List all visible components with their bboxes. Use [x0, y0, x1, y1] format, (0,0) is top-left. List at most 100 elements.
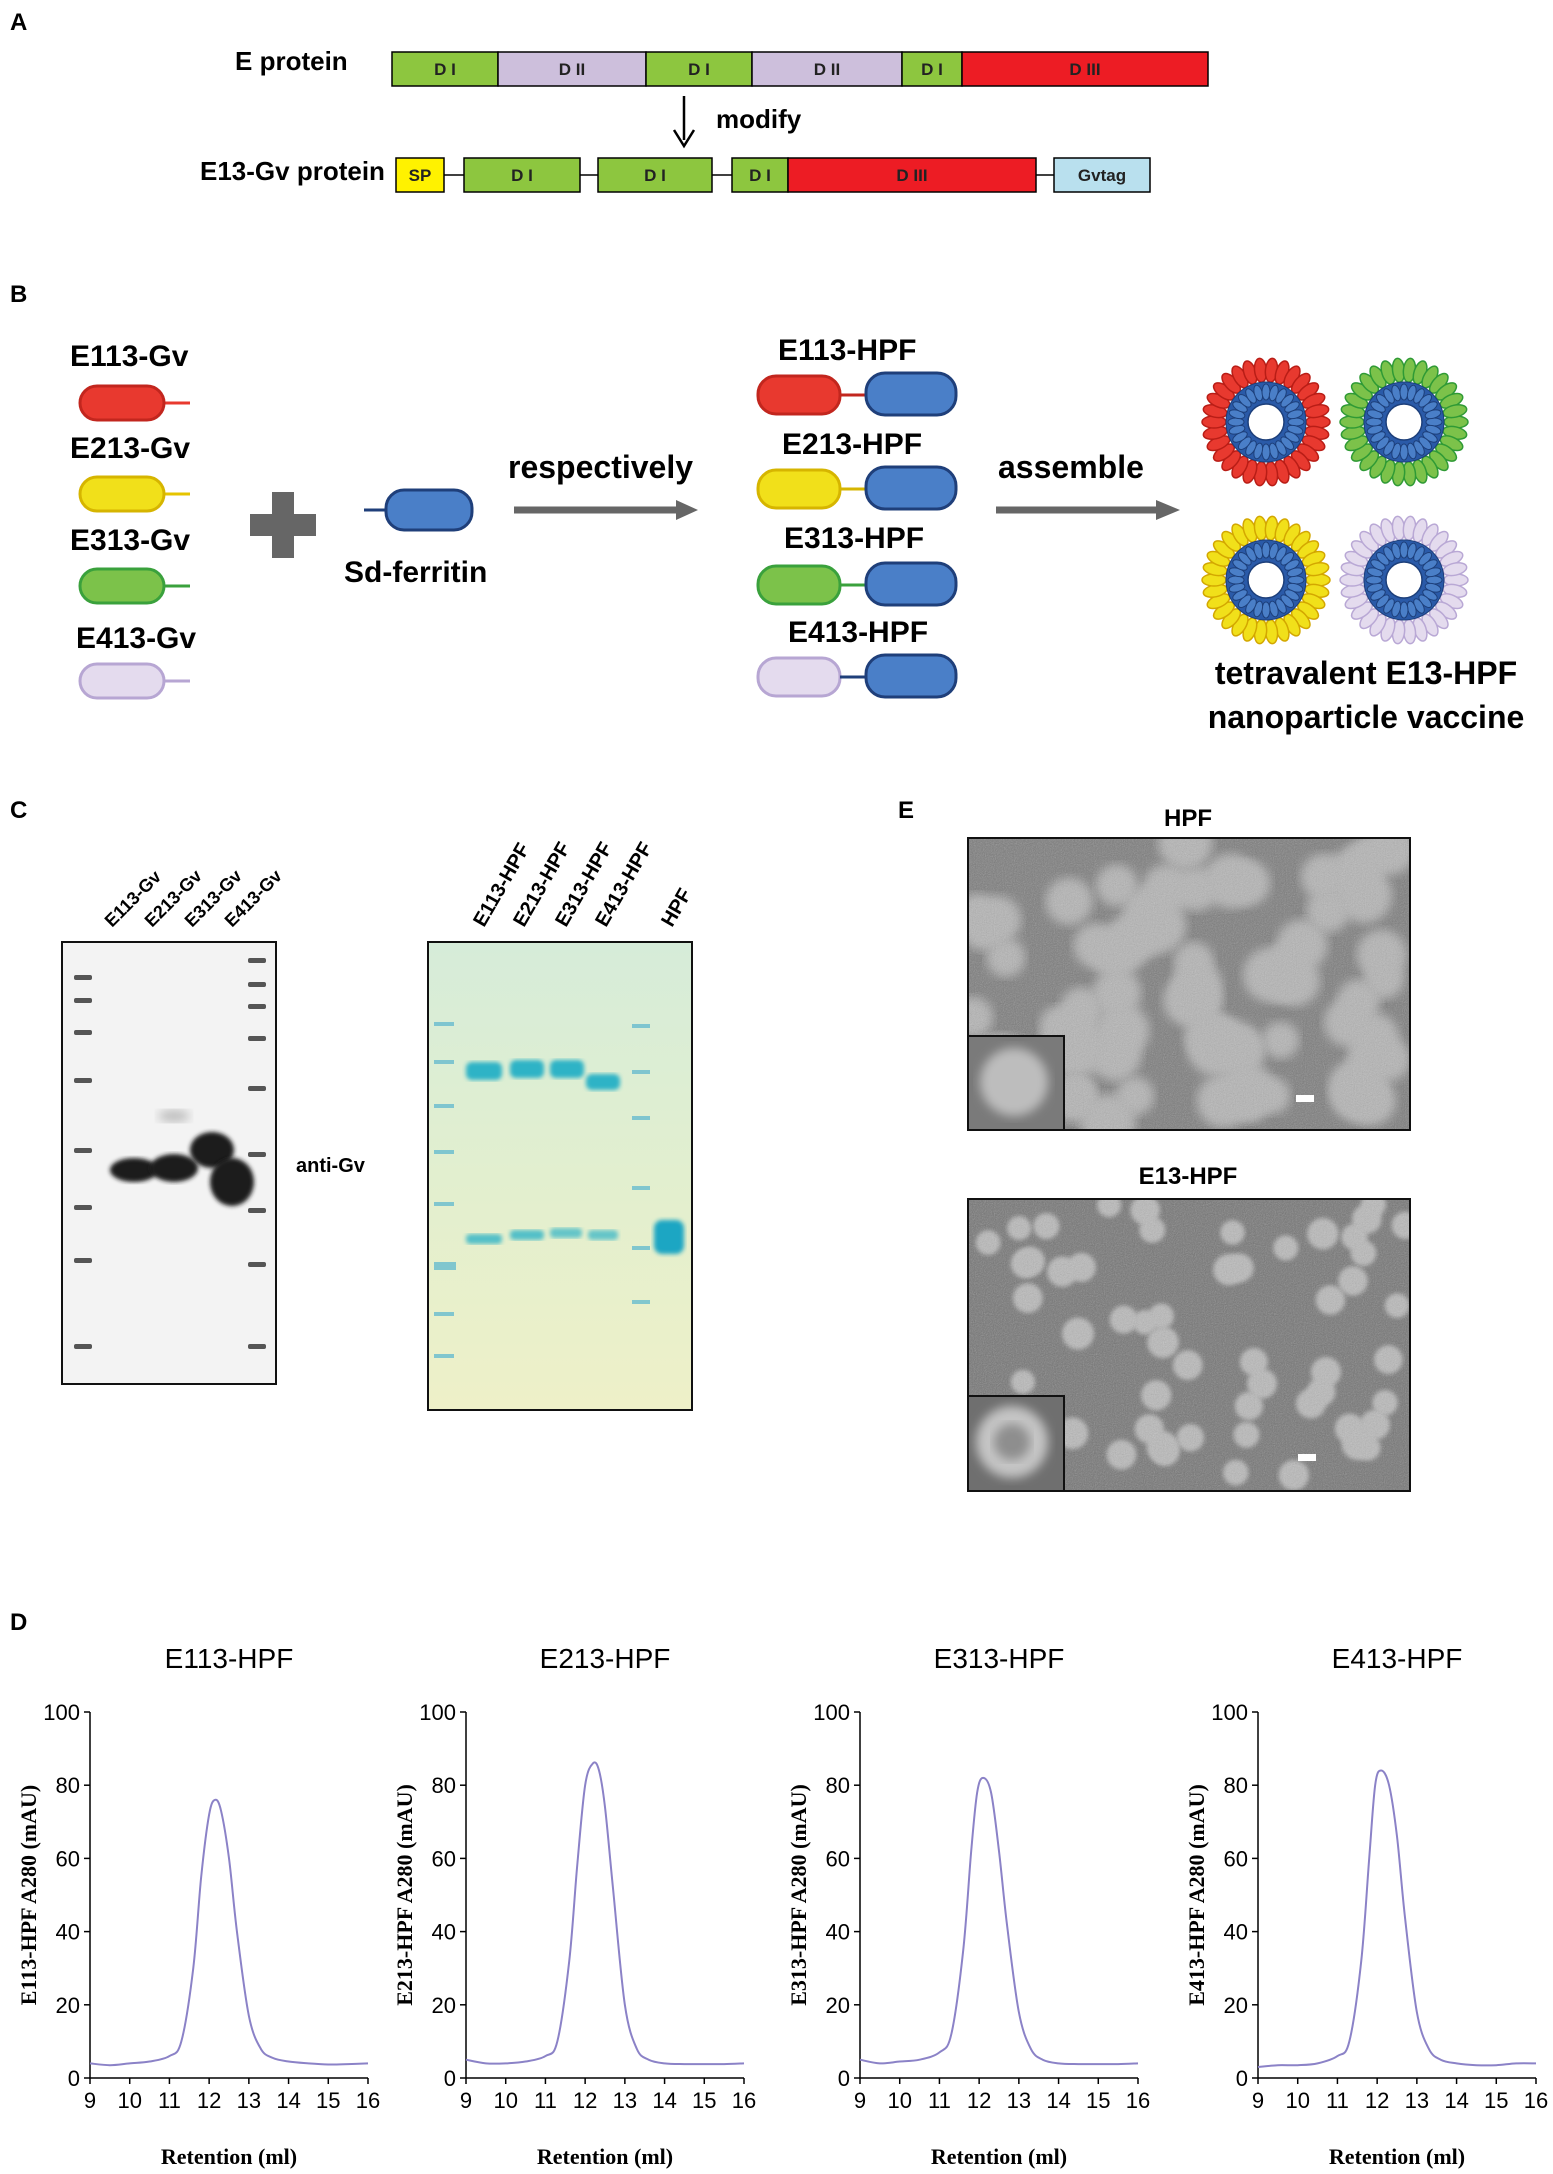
nanoparticle-e1 [1201, 357, 1331, 487]
chart-title: E213-HPF [540, 1643, 671, 1674]
chromatogram-line [465, 1761, 745, 2066]
product-label-e113: E113-HPF [778, 334, 916, 367]
x-axis-label: Retention (ml) [1329, 2144, 1465, 2169]
domain-d3-a [961, 51, 1209, 87]
x-tick-label: 16 [1524, 2088, 1548, 2113]
x-axis-label: Retention (ml) [931, 2144, 1067, 2169]
ferritin-capsule [864, 371, 958, 417]
domain-d1-e [597, 157, 713, 193]
domain-label: D II [559, 60, 585, 79]
y-tick-label: 40 [56, 1920, 80, 1945]
y-tick-label: 0 [444, 2066, 456, 2091]
x-tick-label: 16 [1126, 2088, 1150, 2113]
x-axis-label: Retention (ml) [537, 2144, 673, 2169]
domain-label: D I [434, 60, 456, 79]
e2-capsule [756, 468, 842, 510]
y-tick-label: 40 [1224, 1920, 1248, 1945]
scale-bar [1296, 1095, 1314, 1102]
x-tick-label: 11 [158, 2088, 181, 2113]
panel-label-b: B [10, 281, 27, 308]
domain-label: D I [644, 166, 666, 185]
x-tick-label: 16 [356, 2088, 380, 2113]
domain-sp [395, 157, 445, 193]
gel-ladder-left [434, 1022, 456, 1358]
x-tick-label: 12 [1365, 2088, 1389, 2113]
y-tick-label: 40 [432, 1920, 456, 1945]
tem-bottom-title: E13-HPF [1139, 1163, 1238, 1190]
chart-title: E413-HPF [1332, 1643, 1463, 1674]
x-tick-label: 15 [1086, 2088, 1110, 2113]
product-label-e313: E313-HPF [784, 522, 924, 555]
y-tick-label: 100 [813, 1700, 850, 1725]
domain-d1-f [731, 157, 789, 193]
x-tick-label: 9 [854, 2088, 866, 2113]
arrow-head [1156, 500, 1180, 520]
assemble-label: assemble [998, 449, 1144, 485]
e-protein-label: E protein [235, 46, 348, 76]
chromatogram-line [859, 1776, 1139, 2066]
domain-d2-a [497, 51, 647, 87]
product-e413: E413-HPF [756, 616, 958, 699]
chart-title: E113-HPF [165, 1643, 294, 1674]
x-tick-label: 13 [613, 2088, 637, 2113]
x-tick-label: 16 [732, 2088, 756, 2113]
domain-d1-a [391, 51, 499, 87]
y-tick-label: 40 [826, 1920, 850, 1945]
domain-label: D III [1069, 60, 1100, 79]
x-tick-label: 12 [573, 2088, 597, 2113]
e213-gv-capsule [78, 475, 166, 513]
nanoparticle-e4 [1339, 515, 1469, 645]
x-tick-label: 11 [928, 2088, 951, 2113]
e-protein-domains [391, 51, 1209, 87]
inset-core [994, 1424, 1030, 1460]
domain-label: D I [511, 166, 533, 185]
y-tick-label: 60 [1224, 1846, 1248, 1871]
input-label-e413: E413-Gv [76, 622, 196, 655]
product-label-e413: E413-HPF [788, 616, 928, 649]
input-label-e213: E213-Gv [70, 432, 190, 465]
x-axis-label: Retention (ml) [161, 2144, 297, 2169]
y-tick-label: 80 [826, 1773, 850, 1798]
modify-label: modify [716, 104, 802, 134]
e1-capsule [756, 374, 842, 416]
product-label-e213: E213-HPF [782, 428, 922, 461]
domain-gvtag [1053, 157, 1151, 193]
y-tick-label: 60 [826, 1846, 850, 1871]
y-tick-label: 60 [56, 1846, 80, 1871]
x-tick-label: 9 [460, 2088, 472, 2113]
domain-label: D II [814, 60, 840, 79]
product-e113: E113-HPF [756, 334, 958, 417]
y-tick-label: 80 [1224, 1773, 1248, 1798]
y-axis-label: E313-HPF A280 (mAU) [786, 1784, 811, 2006]
sd-ferritin-capsule [384, 488, 474, 532]
scale-bar [1298, 1454, 1316, 1461]
input-label-e113: E113-Gv [70, 340, 189, 373]
y-tick-label: 0 [68, 2066, 80, 2091]
y-tick-label: 100 [419, 1700, 456, 1725]
x-tick-label: 13 [237, 2088, 261, 2113]
x-tick-label: 9 [1252, 2088, 1264, 2113]
y-tick-label: 20 [1224, 1993, 1248, 2018]
product-e213: E213-HPF [756, 428, 958, 511]
panel-label-a: A [10, 9, 27, 36]
x-tick-label: 11 [534, 2088, 557, 2113]
panel-label-c: C [10, 797, 27, 824]
y-tick-label: 20 [432, 1993, 456, 2018]
nanoparticle-e3 [1339, 357, 1469, 487]
inset-particle [980, 1048, 1048, 1116]
tem-image-hpf [967, 837, 1411, 1131]
y-tick-label: 80 [56, 1773, 80, 1798]
e13-gv-protein-label: E13-Gv protein [200, 156, 385, 186]
chromatogram-line [89, 1798, 369, 2067]
x-tick-label: 15 [1484, 2088, 1508, 2113]
tem-image-e13-hpf [967, 1198, 1411, 1492]
x-tick-label: 10 [117, 2088, 141, 2113]
x-tick-label: 15 [316, 2088, 340, 2113]
vaccine-label-line1: tetravalent E13-HPF [1215, 655, 1517, 691]
panel-a: E protein D I D II D I D II D I D III mo… [200, 46, 1209, 193]
y-axis-label: E213-HPF A280 (mAU) [392, 1784, 417, 2006]
